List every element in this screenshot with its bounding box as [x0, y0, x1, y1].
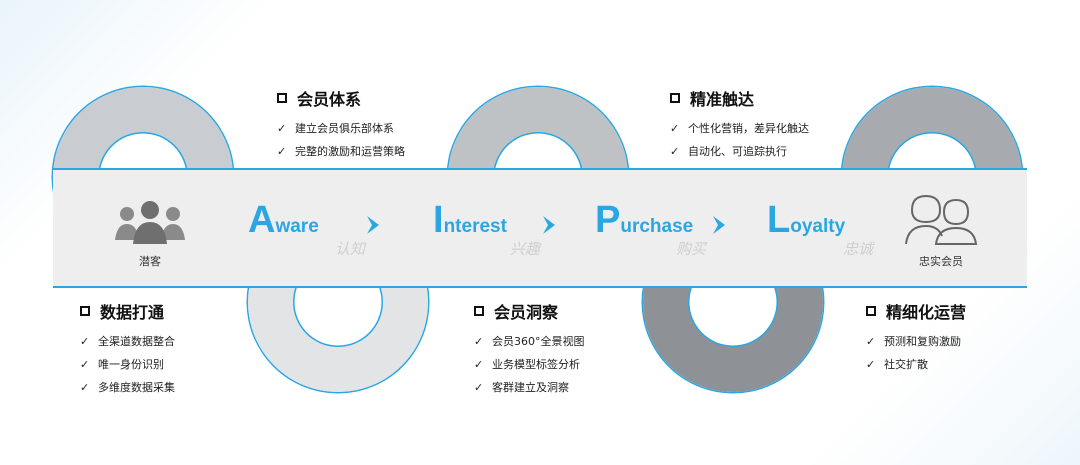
card-title: 数据打通 — [100, 299, 164, 323]
stage-letter: L — [767, 199, 790, 241]
checkmark-icon: ✓ — [80, 353, 90, 376]
stage-cn-purchase: 购买 — [676, 238, 706, 259]
list-item: ✓全渠道数据整合 — [80, 330, 175, 353]
card-title: 会员洞察 — [494, 299, 558, 323]
chevron-right-icon — [709, 214, 731, 236]
checkbox-icon — [474, 306, 484, 316]
list-item: ✓建立会员俱乐部体系 — [277, 117, 405, 140]
list-item: ✓完整的激励和运营策略 — [277, 140, 405, 163]
stage-rest: ware — [275, 216, 318, 237]
checkmark-icon: ✓ — [866, 330, 876, 353]
card-title: 精准触达 — [690, 86, 754, 110]
checkmark-icon: ✓ — [474, 330, 484, 353]
card-data-integration: 数据打通 ✓全渠道数据整合 ✓唯一身份识别 ✓多维度数据采集 — [80, 300, 175, 399]
stage-letter: I — [433, 199, 444, 241]
checkmark-icon: ✓ — [670, 140, 680, 163]
stage-letter: P — [595, 199, 620, 241]
chevron-right-icon — [363, 214, 385, 236]
card-precise-reach: 精准触达 ✓个性化营销，差异化触达 ✓自动化、可追踪执行 — [670, 87, 809, 163]
stage-letter: A — [248, 199, 275, 241]
checkmark-icon: ✓ — [474, 376, 484, 399]
checkmark-icon: ✓ — [866, 353, 876, 376]
stage-cn-interest: 兴趣 — [510, 238, 540, 259]
checkbox-icon — [670, 93, 680, 103]
card-title: 会员体系 — [297, 86, 361, 110]
stage-loyalty: Loyalty — [767, 205, 845, 238]
list-item: ✓会员360°全景视图 — [474, 330, 585, 353]
list-item: ✓个性化营销，差异化触达 — [670, 117, 809, 140]
checkmark-icon: ✓ — [80, 330, 90, 353]
stage-rest: nterest — [444, 216, 507, 237]
stage-cn-aware: 认知 — [335, 238, 365, 259]
list-item: ✓唯一身份识别 — [80, 353, 175, 376]
list-item: ✓客群建立及洞察 — [474, 376, 585, 399]
card-member-insight: 会员洞察 ✓会员360°全景视图 ✓业务模型标签分析 ✓客群建立及洞察 — [474, 300, 585, 399]
card-membership-system: 会员体系 ✓建立会员俱乐部体系 ✓完整的激励和运营策略 — [277, 87, 405, 163]
list-item: ✓业务模型标签分析 — [474, 353, 585, 376]
start-person-label: 潜客 — [139, 253, 161, 269]
end-person-label: 忠实会员 — [919, 253, 963, 269]
stage-cn-loyalty: 忠诚 — [843, 238, 873, 259]
stage-interest: Interest — [433, 205, 507, 238]
checkmark-icon: ✓ — [80, 376, 90, 399]
card-refined-operation: 精细化运营 ✓预测和复购激励 ✓社交扩散 — [866, 300, 966, 376]
checkbox-icon — [866, 306, 876, 316]
stage-purchase: Purchase — [595, 205, 693, 238]
list-item: ✓预测和复购激励 — [866, 330, 966, 353]
chevron-right-icon — [539, 214, 561, 236]
stage-rest: oyalty — [790, 216, 845, 237]
checkmark-icon: ✓ — [670, 117, 680, 140]
checkbox-icon — [277, 93, 287, 103]
checkmark-icon: ✓ — [277, 117, 287, 140]
list-item: ✓多维度数据采集 — [80, 376, 175, 399]
card-title: 精细化运营 — [886, 299, 966, 323]
list-item: ✓社交扩散 — [866, 353, 966, 376]
stage-aware: Aware — [248, 205, 319, 238]
group-people-icon — [113, 198, 187, 246]
list-item: ✓自动化、可追踪执行 — [670, 140, 809, 163]
checkbox-icon — [80, 306, 90, 316]
checkmark-icon: ✓ — [277, 140, 287, 163]
checkmark-icon: ✓ — [474, 353, 484, 376]
two-people-icon — [902, 192, 980, 248]
stage-rest: urchase — [620, 216, 693, 237]
